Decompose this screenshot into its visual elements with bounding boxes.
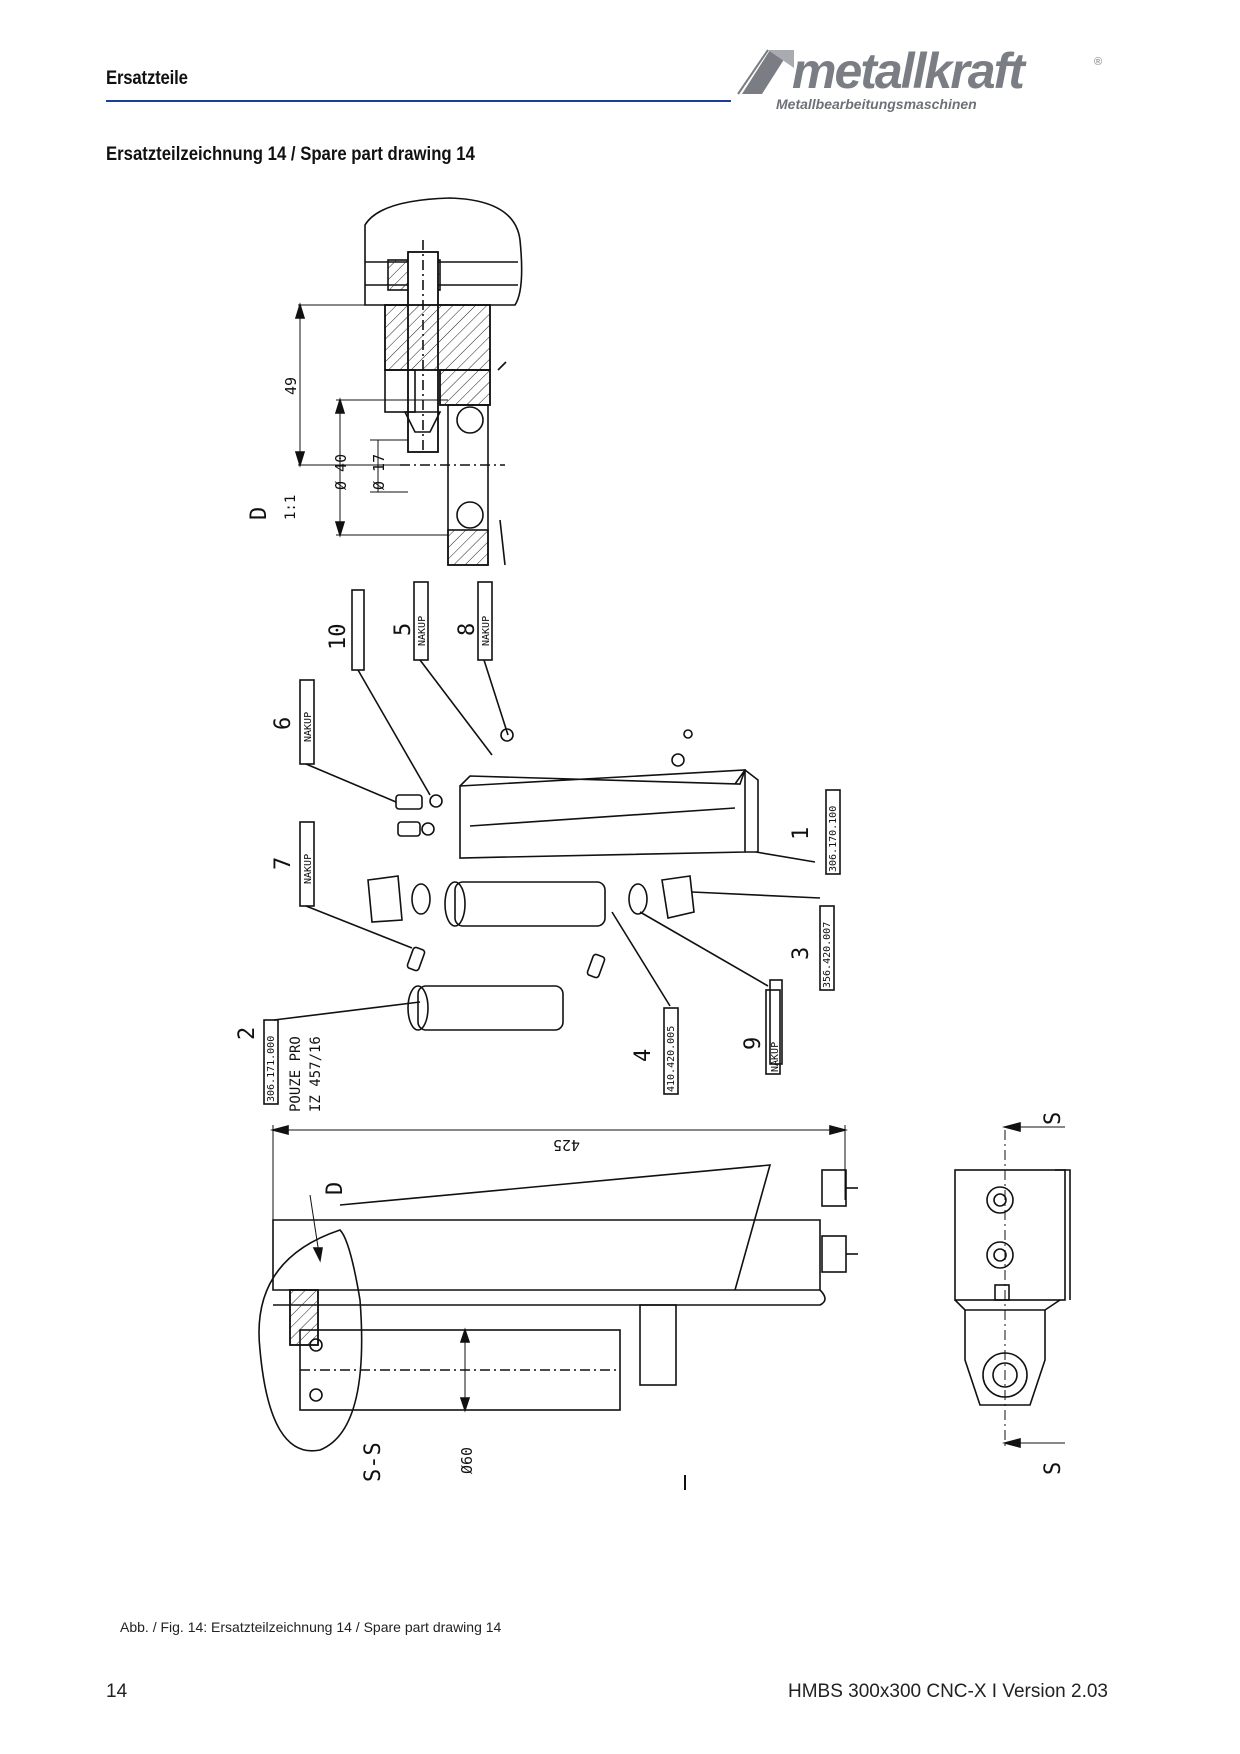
dimension-d40: Ø 40 (332, 454, 350, 490)
part-4-number: 4 (631, 1049, 656, 1062)
part-6-number: 6 (271, 717, 296, 730)
detail-d-view (294, 197, 523, 566)
section-label-s-s: S-S (361, 1442, 386, 1482)
document-version: HMBS 300x300 CNC-X I Version 2.03 (788, 1681, 1108, 1702)
part-9-number: 9 (741, 1037, 766, 1050)
part-3-number: 3 (789, 947, 814, 960)
section-marker-top: S (1041, 1112, 1066, 1125)
part-8-number: 8 (455, 623, 480, 636)
drawing-title: Ersatzteilzeichnung 14 / Spare part draw… (106, 144, 475, 165)
part-4-code: 410.420.005 (666, 1026, 677, 1092)
part-5-number: 5 (391, 623, 416, 636)
detail-d-label: D (247, 507, 272, 520)
page-number: 14 (106, 1681, 128, 1702)
section-marker-bottom: S (1041, 1462, 1066, 1475)
part-2-code: 306.171.000 (266, 1036, 277, 1102)
dimension-d60: Ø60 (458, 1447, 476, 1474)
logo-subtitle: Metallbearbeitungsmaschinen (776, 96, 977, 112)
metallkraft-logo: metallkraft ® Metallbearbeitungsmaschine… (732, 43, 1112, 118)
part-1-code: 306.170.100 (828, 806, 839, 872)
part-9-code: NAKUP (770, 1042, 781, 1072)
header-rule (106, 100, 731, 102)
part-7-code: NAKUP (303, 854, 314, 884)
section-s-s-view (258, 1124, 858, 1490)
dimension-425: 425 (553, 1136, 580, 1154)
section-callout-d: D (323, 1182, 348, 1195)
part-3-code: 356.420.007 (822, 922, 833, 988)
part-7-number: 7 (271, 857, 296, 870)
end-view (954, 1121, 1071, 1450)
drawing-labels: D 1:1 49 Ø 40 Ø 17 10 5 NAKUP 8 NAKUP 6 … (235, 377, 1066, 1482)
part-6-code: NAKUP (303, 712, 314, 742)
section-title: Ersatzteile (106, 68, 188, 89)
part-2-note-1: POUZE PRO (288, 1036, 304, 1112)
part-1-number: 1 (789, 827, 814, 840)
dimension-d17: Ø 17 (370, 454, 388, 490)
logo-wordmark: metallkraft (792, 43, 1025, 99)
part-2-note-2: IZ 457/16 (308, 1036, 324, 1112)
detail-scale-label: 1:1 (283, 495, 299, 520)
dimension-49: 49 (282, 377, 300, 395)
exploded-view (263, 581, 841, 1105)
logo-mark-icon (737, 49, 794, 95)
part-10-number: 10 (326, 624, 351, 651)
figure-caption: Abb. / Fig. 14: Ersatzteilzeichnung 14 /… (120, 1619, 502, 1635)
logo-registered-mark: ® (1094, 56, 1103, 68)
part-5-code: NAKUP (417, 616, 428, 646)
part-2-number: 2 (235, 1027, 260, 1040)
part-8-code: NAKUP (481, 616, 492, 646)
